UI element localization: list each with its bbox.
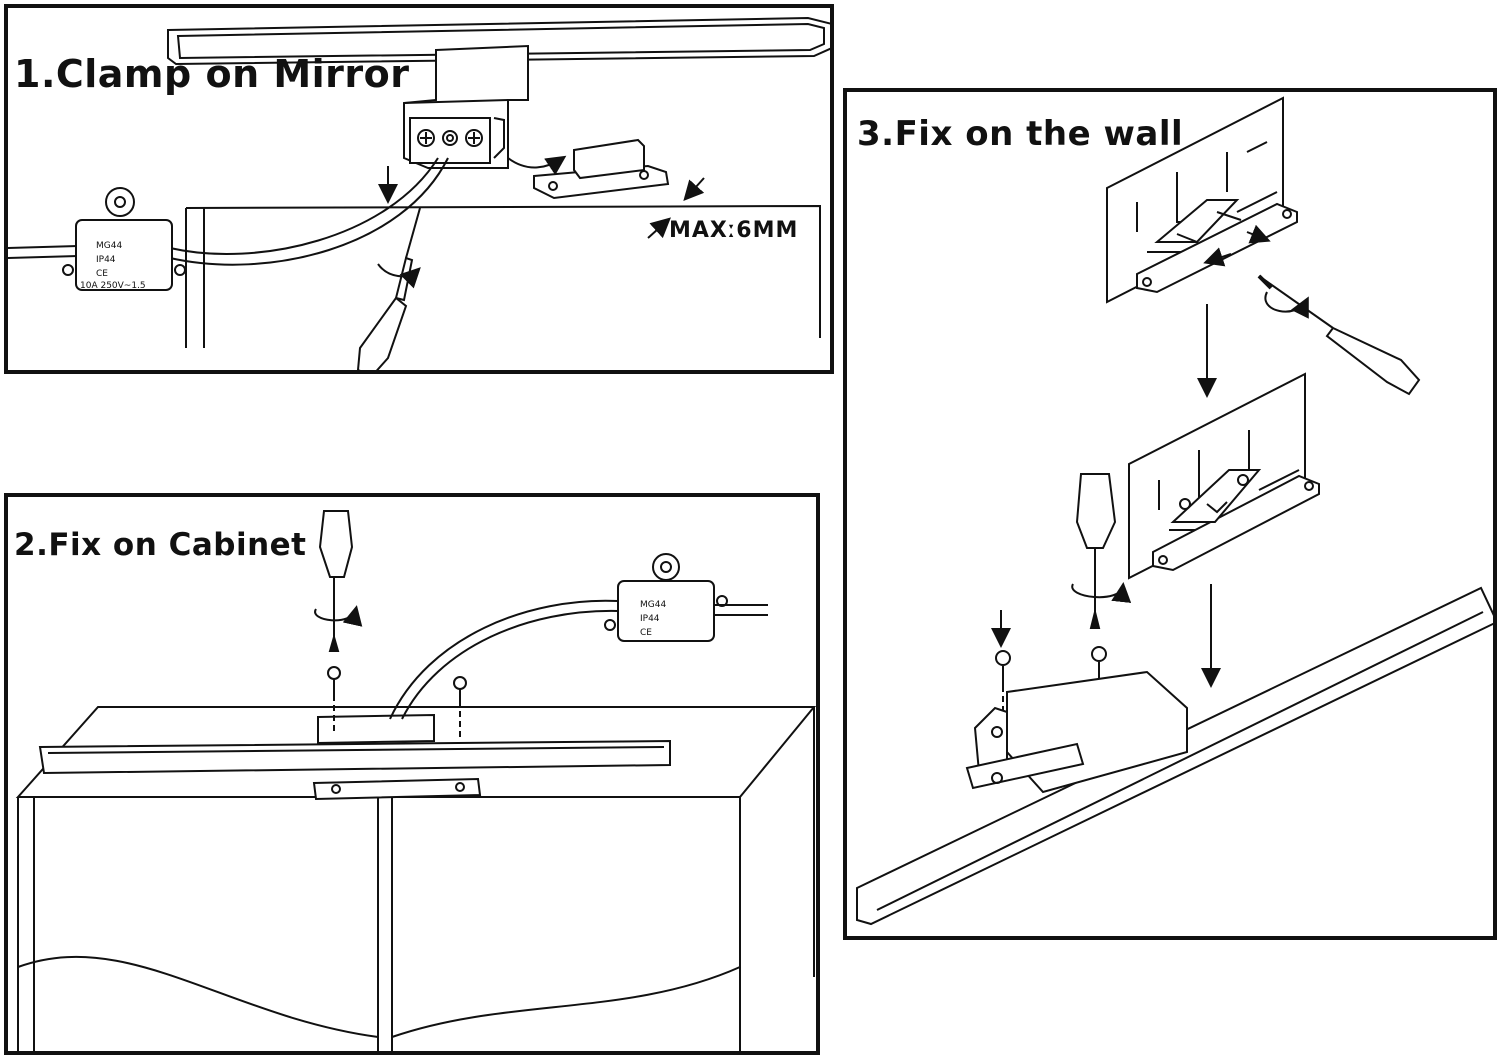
driver-text-ce: CE [640,628,652,638]
step-2-title: 2.Fix on Cabinet [14,527,307,563]
wall-bracket-middle [1152,469,1320,572]
max-thickness-label: MAXː6MM [669,218,799,243]
driver-text-voltage: 10A 250V~1.5 [80,281,146,291]
panel-clamp-on-mirror: MG44 IP44 CE 10A 250V~1.5 1.Clamp on Mir… [4,4,834,374]
step-1-title: 1.Clamp on Mirror [14,52,410,96]
step-3-title: 3.Fix on the wall [857,114,1184,154]
base-plate [312,777,482,801]
fix-on-cabinet-illustration: MG44 IP44 CE [15,510,816,1051]
clamp-on-mirror-illustration: MG44 IP44 CE 10A 250V~1.5 [8,16,830,370]
driver-text-rating: IP44 [96,255,116,265]
max-arrow-top [683,177,705,201]
mirror-edge [185,204,821,348]
panel-fix-on-the-wall: 3.Fix on the wall [843,88,1497,940]
lamp-bar [856,586,1493,926]
driver-text-ce: CE [96,269,108,279]
screwdriver-middle [1071,473,1132,629]
lamp-bar [167,16,830,66]
fix-on-the-wall-illustration [856,96,1493,926]
driver-box: MG44 IP44 CE [604,553,728,642]
power-cable [8,157,449,266]
lamp-bracket [965,670,1188,794]
max-arrow-bottom [647,217,671,239]
panel-fix-on-cabinet: MG44 IP44 CE 2.Fix on Cabinet [4,493,820,1055]
screwdriver [356,207,421,370]
screwdriver-top [1257,274,1421,396]
screwdriver [314,510,363,652]
wall-bracket-top [1136,199,1298,294]
driver-text-model: MG44 [96,241,122,251]
mirror-clip [507,138,670,200]
driver-text-model: MG44 [640,600,666,610]
driver-text-rating: IP44 [640,614,660,624]
screws [327,666,467,737]
lamp-bar [38,713,671,775]
mirror-clamp [403,44,529,169]
driver-box: MG44 IP44 CE 10A 250V~1.5 [62,187,186,291]
